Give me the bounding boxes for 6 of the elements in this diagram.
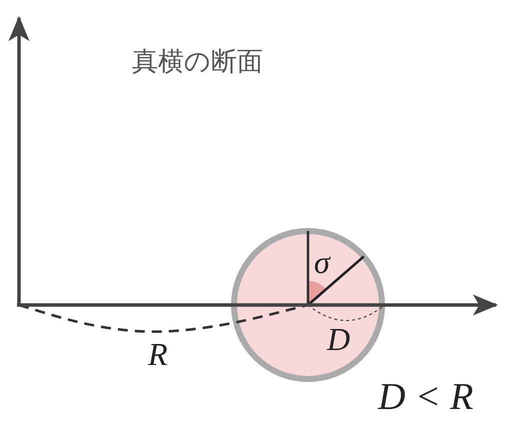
title: 真横の断面 — [132, 46, 263, 79]
inequality-label: D < R — [378, 378, 474, 416]
angle-label: σ — [314, 246, 330, 278]
radius-label: R — [148, 338, 168, 370]
diameter-label: D — [327, 323, 350, 355]
cross-section-circle — [231, 228, 385, 382]
